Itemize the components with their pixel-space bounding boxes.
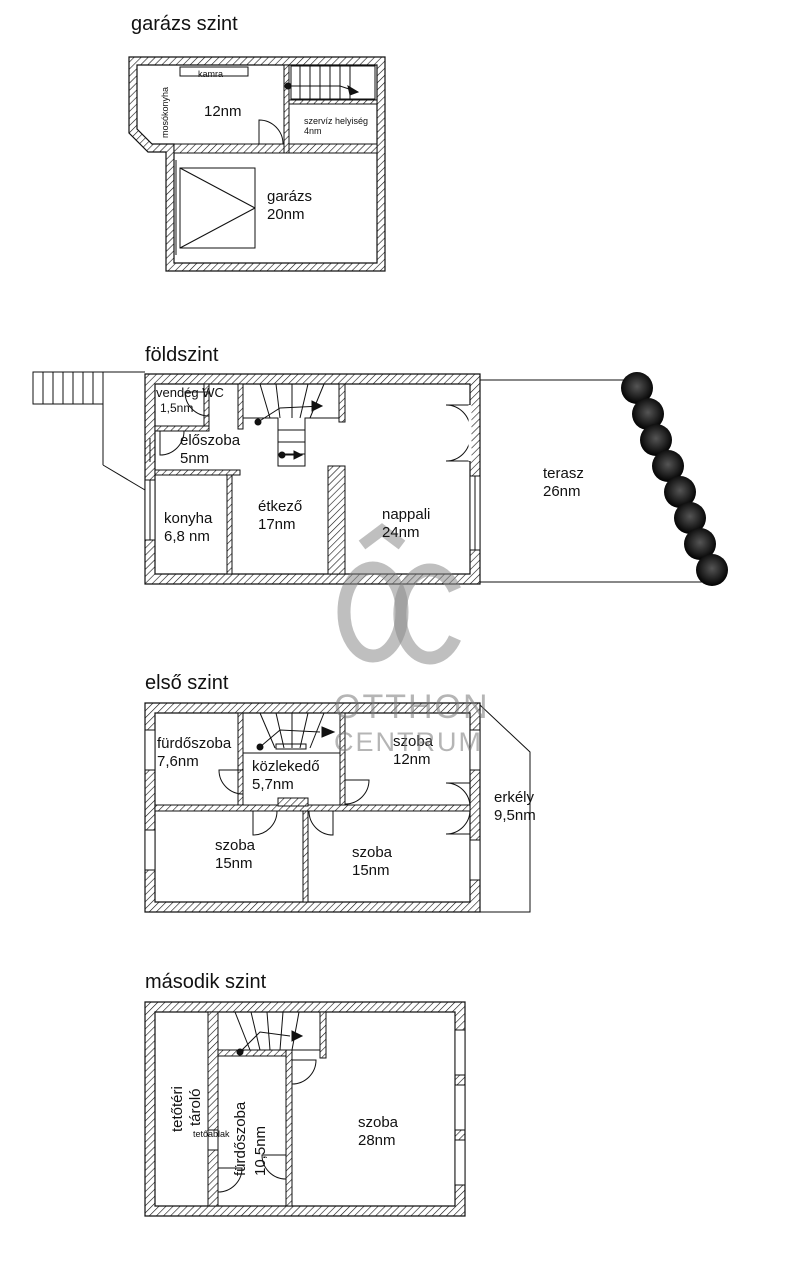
konyha-label: konyha — [164, 510, 213, 527]
erkely-label: erkély — [494, 789, 535, 806]
konyha-area: 6,8 nm — [164, 528, 210, 545]
mosokonyha-area: 12nm — [204, 103, 242, 120]
szoba-12-area: 12nm — [393, 751, 431, 768]
ground-level-plan — [32, 371, 728, 586]
second-level-title: második szint — [145, 971, 267, 993]
szoba-28-label: szoba — [358, 1114, 399, 1131]
tarolo-label-1: tetőtéri — [169, 1086, 186, 1132]
szoba-15a-label: szoba — [215, 837, 256, 854]
szoba-15a-area: 15nm — [215, 855, 253, 872]
garazs-label: garázs — [267, 188, 313, 205]
first-level-title: első szint — [145, 672, 229, 694]
watermark-logo — [337, 523, 461, 665]
garage-stairs — [284, 65, 376, 100]
second-level-plan — [144, 1001, 466, 1217]
szerviz-area: 4nm — [304, 126, 322, 136]
garage-gate — [175, 160, 256, 255]
second-stairs — [217, 1011, 321, 1056]
terasz-label: terasz — [543, 465, 584, 482]
hedge-bushes — [621, 372, 728, 586]
garage-level-plan — [128, 56, 386, 272]
terrace-outline — [480, 379, 710, 583]
kozlekedo-area: 5,7nm — [252, 776, 294, 793]
kamra-shelf — [179, 66, 249, 77]
wc-label: vendég WC — [156, 385, 224, 400]
eloszoba-label: előszoba — [180, 432, 241, 449]
ground-level-title: földszint — [145, 344, 219, 366]
garage-door-arc — [258, 119, 284, 145]
furdoszoba-1-label: fürdőszoba — [157, 735, 232, 752]
szoba-12-label: szoba — [393, 733, 434, 750]
outside-stairs — [32, 371, 146, 491]
second-outer-wall — [144, 1001, 466, 1217]
szoba-15b-label: szoba — [352, 844, 393, 861]
garage-outer-wall — [128, 56, 386, 272]
watermark-line2: CENTRUM — [334, 727, 483, 757]
mosokonyha-label: mosókonyha — [160, 86, 170, 138]
furdoszoba-2-area: 10,5nm — [252, 1125, 269, 1176]
szoba-15b-area: 15nm — [352, 862, 390, 879]
kamra-label: kamra — [198, 69, 224, 79]
watermark-line1: OTTHON — [334, 688, 490, 726]
garage-inner-wall-v — [283, 64, 290, 154]
nappali-label: nappali — [382, 506, 431, 523]
tarolo-label-2: tároló — [187, 1088, 204, 1126]
terrace-door — [445, 404, 472, 462]
szerviz-label: szervíz helyiség — [304, 116, 369, 126]
eloszoba-area: 5nm — [180, 450, 210, 467]
etkezo-label: étkező — [258, 498, 303, 515]
tetoablak-label: tetőablak — [193, 1129, 230, 1139]
kozlekedo-label: közlekedő — [252, 758, 320, 775]
wc-area: 1,5nm — [160, 401, 194, 415]
etkezo-area: 17nm — [258, 516, 296, 533]
terasz-area: 26nm — [543, 483, 581, 500]
nappali-area: 24nm — [382, 524, 420, 541]
garazs-area: 20nm — [267, 206, 305, 223]
first-stairs — [242, 712, 341, 754]
furdoszoba-2-label: fürdőszoba — [232, 1101, 249, 1176]
erkely-area: 9,5nm — [494, 807, 536, 824]
garage-level-title: garázs szint — [131, 13, 238, 35]
first-level-plan — [144, 702, 531, 913]
furdoszoba-1-area: 7,6nm — [157, 753, 199, 770]
garage-inner-wall-h — [173, 143, 378, 154]
szoba-28-area: 28nm — [358, 1132, 396, 1149]
balcony-outline — [479, 704, 531, 913]
ground-stairs — [243, 383, 340, 467]
